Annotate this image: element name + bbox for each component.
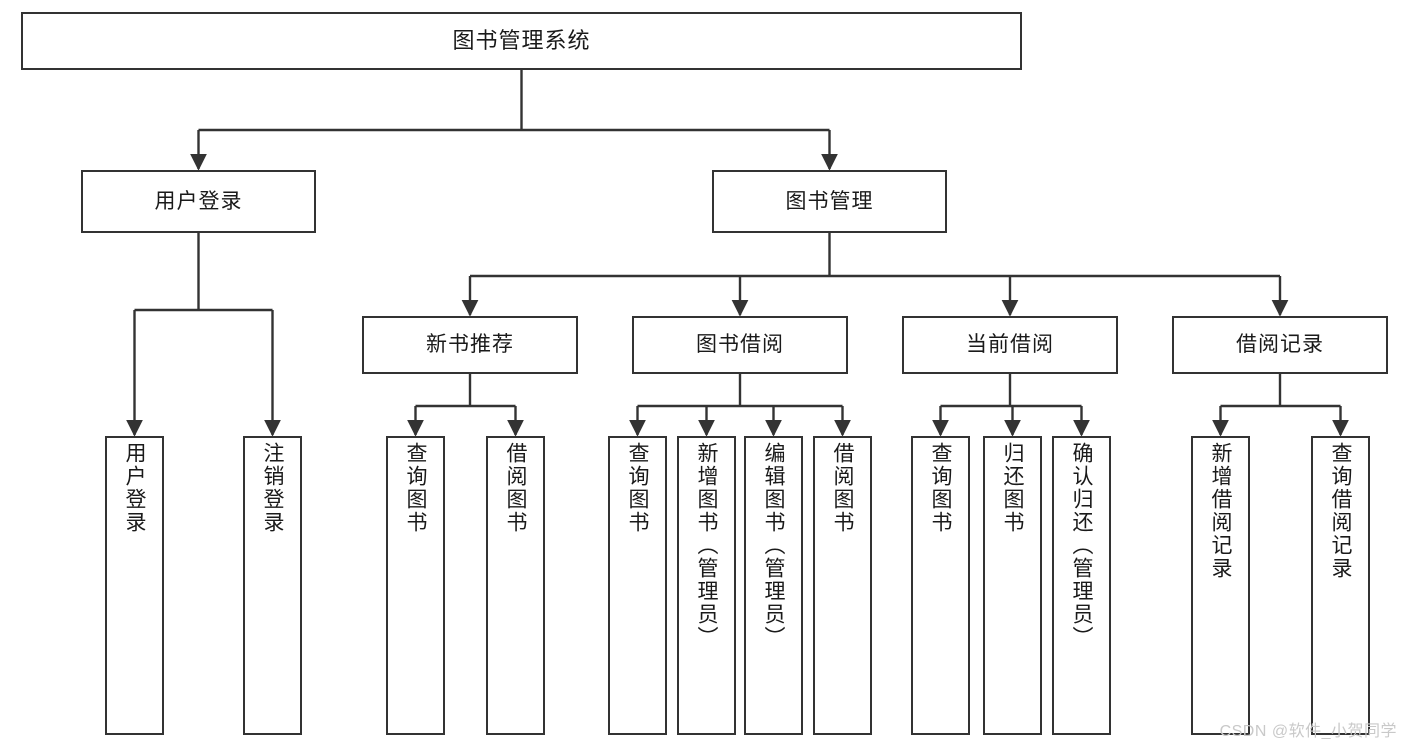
node-leaf-7[interactable]: 借阅图书	[813, 436, 872, 735]
node-leaf-3-label: 借阅图书	[504, 442, 527, 534]
node-level2-0[interactable]: 用户登录	[81, 170, 316, 233]
csdn-watermark: CSDN @软件_小贺同学	[1219, 723, 1397, 740]
node-leaf-2-label: 查询图书	[404, 442, 427, 534]
node-root[interactable]: 图书管理系统	[21, 12, 1022, 70]
node-leaf-4[interactable]: 查询图书	[608, 436, 667, 735]
node-leaf-5-label: 新增图书（管理员）	[695, 442, 718, 649]
node-leaf-2[interactable]: 查询图书	[386, 436, 445, 735]
node-leaf-7-label: 借阅图书	[831, 442, 854, 534]
node-leaf-1-label: 注销登录	[261, 442, 284, 534]
node-leaf-3[interactable]: 借阅图书	[486, 436, 545, 735]
node-leaf-12[interactable]: 查询借阅记录	[1311, 436, 1370, 735]
node-leaf-5[interactable]: 新增图书（管理员）	[677, 436, 736, 735]
node-leaf-4-label: 查询图书	[626, 442, 649, 534]
node-root-label: 图书管理系统	[452, 27, 591, 53]
node-level3-3[interactable]: 借阅记录	[1172, 316, 1388, 374]
node-leaf-0[interactable]: 用户登录	[105, 436, 164, 735]
node-leaf-1[interactable]: 注销登录	[243, 436, 302, 735]
node-level3-0-label: 新书推荐	[426, 333, 514, 357]
node-level3-3-label: 借阅记录	[1236, 333, 1324, 357]
node-level3-0[interactable]: 新书推荐	[362, 316, 578, 374]
node-level2-0-label: 用户登录	[154, 189, 243, 213]
node-leaf-9[interactable]: 归还图书	[983, 436, 1042, 735]
node-level2-1-label: 图书管理	[785, 189, 874, 213]
node-leaf-11-label: 新增借阅记录	[1209, 442, 1232, 580]
node-leaf-6-label: 编辑图书（管理员）	[762, 442, 785, 649]
node-leaf-11[interactable]: 新增借阅记录	[1191, 436, 1250, 735]
node-leaf-8-label: 查询图书	[929, 442, 952, 534]
node-level3-1[interactable]: 图书借阅	[632, 316, 848, 374]
node-leaf-8[interactable]: 查询图书	[911, 436, 970, 735]
node-leaf-12-label: 查询借阅记录	[1329, 442, 1352, 580]
node-leaf-9-label: 归还图书	[1001, 442, 1024, 534]
node-level3-1-label: 图书借阅	[696, 333, 784, 357]
node-leaf-10-label: 确认归还（管理员）	[1070, 442, 1093, 649]
node-level3-2-label: 当前借阅	[966, 333, 1054, 357]
node-leaf-10[interactable]: 确认归还（管理员）	[1052, 436, 1111, 735]
node-leaf-0-label: 用户登录	[123, 442, 146, 534]
node-level2-1[interactable]: 图书管理	[712, 170, 947, 233]
node-leaf-6[interactable]: 编辑图书（管理员）	[744, 436, 803, 735]
node-level3-2[interactable]: 当前借阅	[902, 316, 1118, 374]
